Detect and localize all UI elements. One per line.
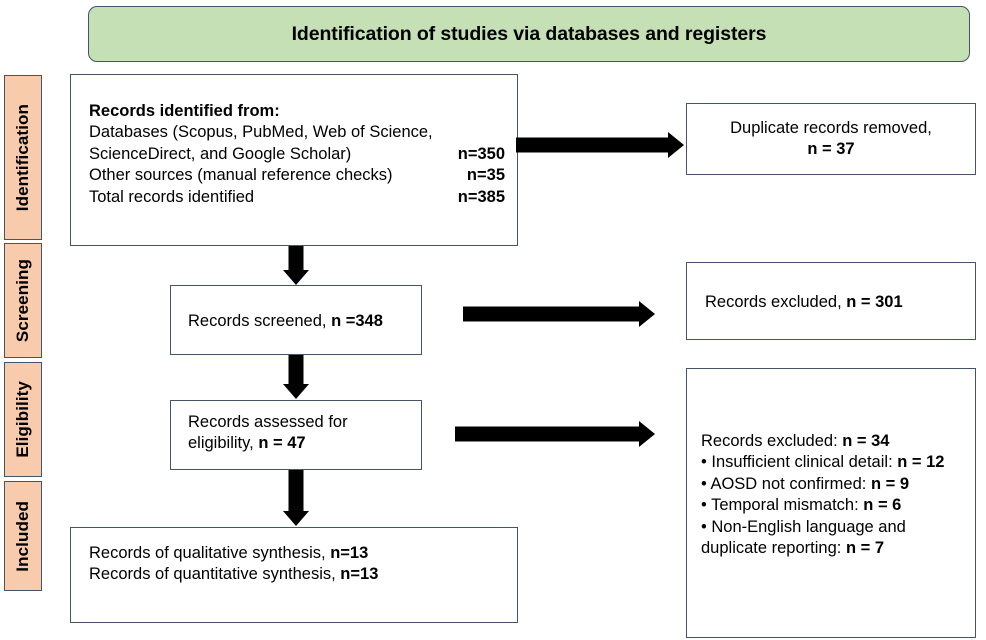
included-qualitative-count: n=13 <box>330 544 369 562</box>
included-quantitative-label: Records of quantitative synthesis, <box>89 565 341 584</box>
records-assessed-count: n = 47 <box>258 434 306 453</box>
records-identified-row-label: Other sources (manual reference checks) <box>89 166 393 185</box>
records-identified-row: Total records identified n=385 <box>89 187 511 208</box>
records-assessed-line1: Records assessed for <box>188 413 348 431</box>
records-screened-count: n =348 <box>331 312 383 330</box>
exclusion-reason-item: • Temporal mismatch: n = 6 <box>701 495 971 516</box>
exclusion-reason-item: duplicate reporting: n = 7 <box>701 538 971 559</box>
records-identified-row-label: Total records identified <box>89 187 255 206</box>
records-excluded-screening-count: n = 301 <box>846 293 903 311</box>
stage-label-identification-text: Identification <box>13 103 32 212</box>
stage-label-eligibility: Eligibility <box>4 362 42 477</box>
exclusion-reason-value: n = 9 <box>870 474 909 493</box>
box-records-screened: Records screened, n =348 <box>170 285 422 355</box>
stage-label-identification: Identification <box>4 75 42 240</box>
included-qualitative-label: Records of qualitative synthesis, <box>89 544 331 562</box>
exclusion-reason-item: • AOSD not confirmed: n = 9 <box>701 474 971 495</box>
exclusion-reason-item: • Non-English language and <box>701 517 971 538</box>
records-identified-row-value: n=350 <box>457 144 505 163</box>
duplicates-removed-count: n = 37 <box>807 140 855 159</box>
header-title: Identification of studies via databases … <box>291 22 767 45</box>
stage-label-screening-text: Screening <box>13 258 32 343</box>
exclusion-reason-text: • AOSD not confirmed: <box>701 474 871 493</box>
duplicates-removed-line1: Duplicate records removed, <box>730 119 932 137</box>
exclusion-reason-item: • Insufficient clinical detail: n = 12 <box>701 452 971 473</box>
box-duplicate-records-removed: Duplicate records removed, n = 37 <box>686 103 976 175</box>
records-identified-row-value: n=385 <box>457 187 505 206</box>
records-excluded-screening-label: Records excluded, <box>705 293 847 311</box>
stage-label-eligibility-text: Eligibility <box>13 381 32 458</box>
exclusion-reason-text: duplicate reporting: <box>701 539 846 558</box>
records-screened-label: Records screened, <box>188 312 332 330</box>
box-records-excluded-screening: Records excluded, n = 301 <box>686 262 976 340</box>
exclusion-reason-value: n = 12 <box>897 453 945 472</box>
records-identified-row: ScienceDirect, and Google Scholar) n=350 <box>89 144 511 165</box>
records-identified-heading: Records identified from: <box>89 102 280 120</box>
records-identified-row-value: n=35 <box>466 166 505 185</box>
exclusion-reason-value: n = 6 <box>863 496 902 515</box>
box-records-excluded-eligibility: Records excluded: n = 34 • Insufficient … <box>686 368 976 638</box>
records-assessed-line2-label: eligibility, <box>188 434 259 453</box>
included-quantitative-count: n=13 <box>340 565 379 584</box>
stage-label-included-text: Included <box>13 500 32 572</box>
exclusion-reason-text: • Insufficient clinical detail: <box>701 453 898 472</box>
records-identified-row-label: Databases (Scopus, PubMed, Web of Scienc… <box>89 123 433 142</box>
box-records-assessed: Records assessed for eligibility, n = 47 <box>170 400 422 470</box>
records-excluded-eligibility-label: Records excluded: <box>701 432 843 450</box>
stage-label-included: Included <box>4 481 42 591</box>
header-banner: Identification of studies via databases … <box>88 6 970 62</box>
stage-label-screening: Screening <box>4 243 42 358</box>
exclusion-reason-text: • Non-English language and <box>701 517 906 536</box>
records-excluded-eligibility-count: n = 34 <box>842 432 890 450</box>
box-records-identified: Records identified from: Databases (Scop… <box>70 74 518 246</box>
records-identified-row-label: ScienceDirect, and Google Scholar) <box>89 144 352 163</box>
records-identified-row: Other sources (manual reference checks) … <box>89 165 511 186</box>
exclusion-reason-value: n = 7 <box>845 539 884 558</box>
records-identified-row: Databases (Scopus, PubMed, Web of Scienc… <box>89 122 511 143</box>
exclusion-reason-text: • Temporal mismatch: <box>701 496 864 515</box>
box-included-synthesis: Records of qualitative synthesis, n=13 R… <box>70 527 518 623</box>
